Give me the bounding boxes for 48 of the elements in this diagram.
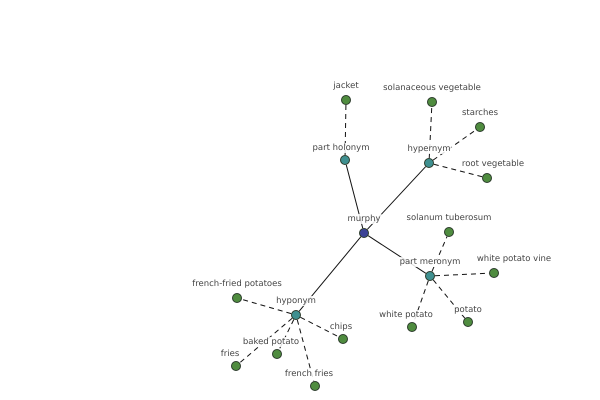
connector-line xyxy=(239,318,293,364)
graph-node xyxy=(340,155,350,165)
graph-node xyxy=(489,268,499,278)
node-label: solanaceous vegetable xyxy=(382,83,482,93)
graph-node xyxy=(291,310,301,320)
node-label: hypernym xyxy=(406,144,452,154)
node-label: part meronym xyxy=(398,257,462,267)
graph-node xyxy=(231,361,241,371)
node-label: white potato xyxy=(378,310,434,320)
graph-node xyxy=(427,97,437,107)
node-label: part holonym xyxy=(312,143,370,153)
node-label: french fries xyxy=(284,369,334,379)
connector-line xyxy=(344,104,346,156)
graph-node xyxy=(338,334,348,344)
node-label: starches xyxy=(461,108,499,118)
graph-node xyxy=(359,228,369,238)
node-label: hyponym xyxy=(275,296,317,306)
connector-line xyxy=(300,316,340,338)
graph-node xyxy=(463,317,473,327)
node-label: solanum tuberosum xyxy=(406,213,492,223)
graph-node xyxy=(310,381,320,391)
graph-node xyxy=(424,158,434,168)
node-label: jacket xyxy=(332,81,360,91)
graph-node xyxy=(232,293,242,303)
graph-node xyxy=(272,349,282,359)
node-label: white potato vine xyxy=(476,254,552,264)
graph-node xyxy=(444,227,454,237)
node-label: baked potato xyxy=(242,337,300,347)
connector-line xyxy=(278,319,294,350)
node-label: chips xyxy=(328,322,354,332)
connector-line xyxy=(433,164,483,178)
graph-node xyxy=(425,271,435,281)
connector-line xyxy=(366,166,426,230)
connector-line xyxy=(298,236,362,312)
node-label: root vegetable xyxy=(460,159,526,169)
graph-node xyxy=(482,173,492,183)
connector-line xyxy=(241,298,292,314)
node-label: potato xyxy=(453,305,483,315)
connector-line xyxy=(431,236,448,272)
graph-node xyxy=(475,122,485,132)
connector-line xyxy=(296,319,314,382)
graph-node xyxy=(407,322,417,332)
node-label: fries xyxy=(220,349,240,359)
connector-line xyxy=(432,279,466,319)
node-label: french-fried potatoes xyxy=(191,279,283,289)
graph-node xyxy=(341,95,351,105)
node-label: murphy xyxy=(346,214,382,224)
connector-line xyxy=(432,129,476,161)
